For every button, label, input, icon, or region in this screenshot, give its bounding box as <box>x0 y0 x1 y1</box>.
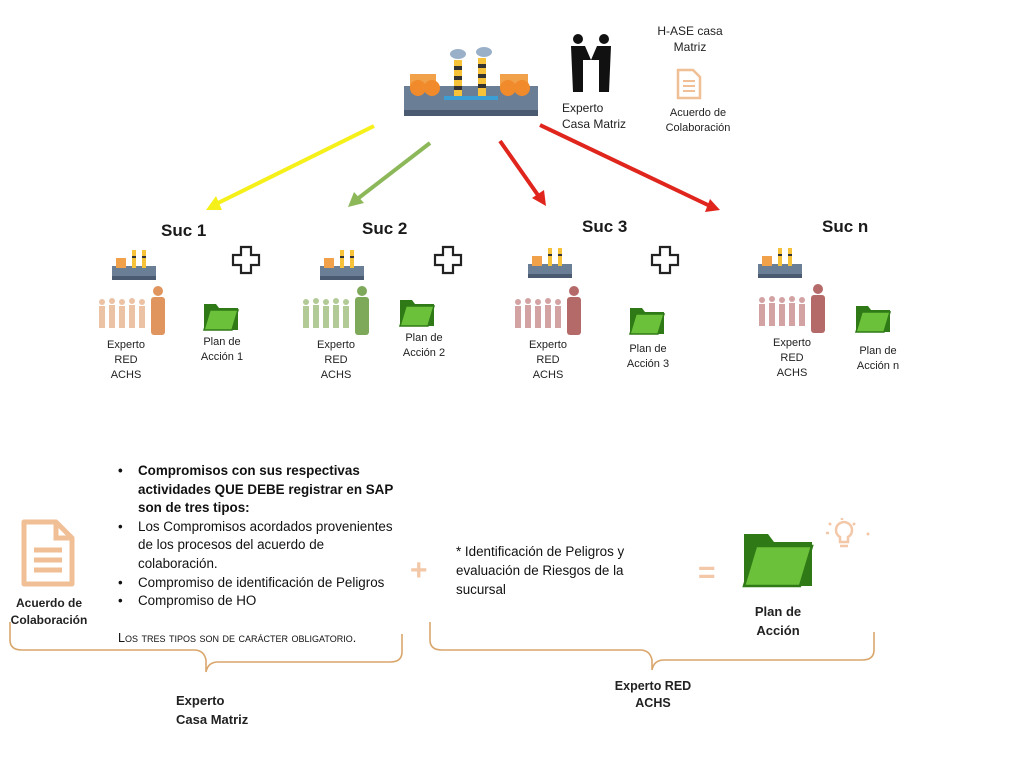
equals-sign: = <box>698 556 716 589</box>
plus-sign: + <box>410 554 428 587</box>
branch-title-suc2: Suc 2 <box>362 219 408 238</box>
plus-cross-icon <box>433 245 463 275</box>
folder-icon <box>398 300 436 327</box>
plus-cross-icon <box>650 245 680 275</box>
small-factory-icon <box>758 248 802 278</box>
branch-title-suc3: Suc 3 <box>582 217 628 236</box>
list-item: Los Compromisos acordados provenientes d… <box>112 518 402 574</box>
handshake-icon <box>571 34 611 92</box>
folder-icon <box>742 534 814 588</box>
people-group-icon <box>515 286 581 335</box>
list-item: Compromiso de HO <box>112 592 402 611</box>
lightbulb-icon <box>826 518 870 548</box>
folder-icon <box>628 308 666 335</box>
plus-cross-icon <box>231 245 261 275</box>
branch-title-suc1: Suc 1 <box>161 221 207 240</box>
people-group-icon <box>99 286 165 335</box>
small-factory-icon <box>112 250 156 280</box>
people-group-icon <box>303 286 369 335</box>
main-factory-icon <box>404 47 538 116</box>
folder-icon <box>202 304 240 331</box>
document-icon <box>21 519 75 587</box>
folder-icon <box>854 306 892 333</box>
list-item: Compromiso de identificación de Peligros <box>112 574 402 593</box>
left-brace <box>9 622 403 673</box>
compromisos-list: Compromisos con sus respectivas activida… <box>112 462 402 611</box>
peligros-text: * Identificación de Peligros y evaluació… <box>456 544 625 597</box>
obligatorio-note: Los tres tipos son de carácter obligator… <box>118 631 357 645</box>
document-icon <box>676 68 702 100</box>
list-item: Compromisos con sus respectivas activida… <box>112 462 402 518</box>
branch-title-sucn: Suc n <box>822 217 869 236</box>
right-brace <box>429 622 875 671</box>
small-factory-icon <box>320 250 364 280</box>
people-group-icon <box>759 284 825 333</box>
small-factory-icon <box>528 248 572 278</box>
